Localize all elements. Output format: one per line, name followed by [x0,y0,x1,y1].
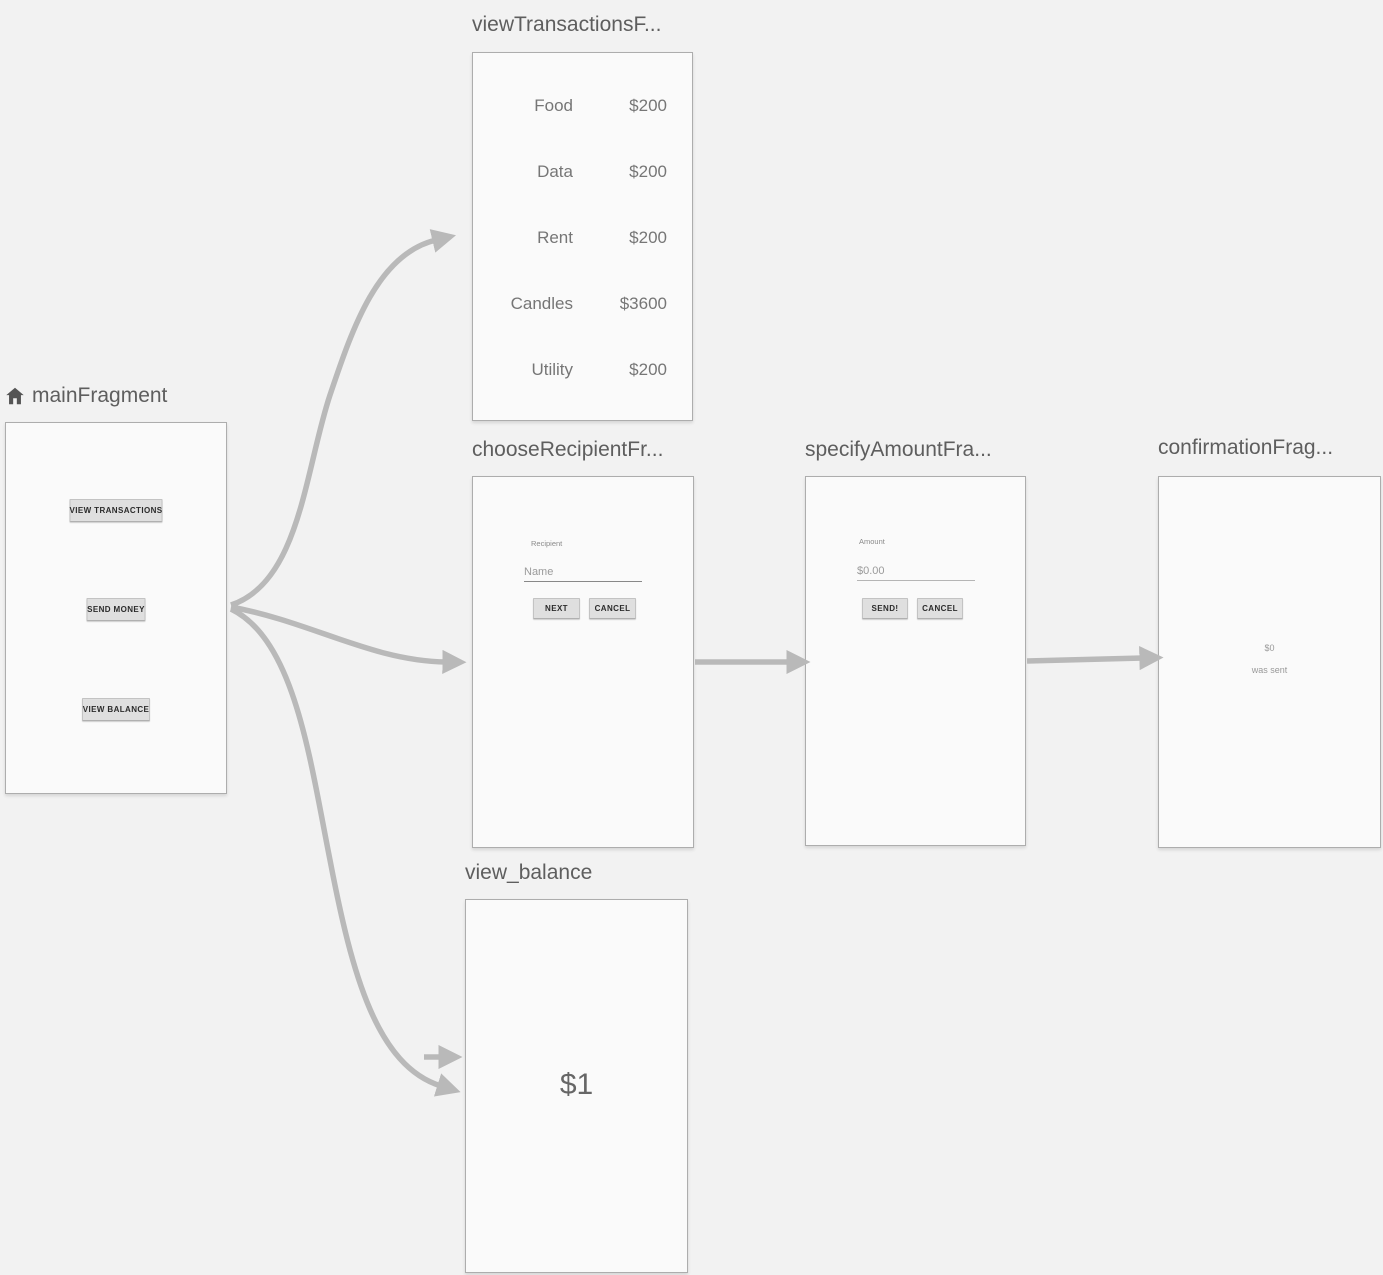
view-transactions-fragment-title: viewTransactionsF... [472,13,661,37]
main-fragment-card[interactable]: VIEW TRANSACTIONS SEND MONEY VIEW BALANC… [5,422,227,794]
transaction-row: Rent $200 [473,205,692,271]
transaction-row: Data $200 [473,139,692,205]
choose-recipient-fragment-title: chooseRecipientFr... [472,438,663,462]
transaction-label: Food [534,96,573,115]
cancel-button: CANCEL [589,598,636,619]
view-transactions-fragment-card[interactable]: Food $200 Data $200 Rent $200 Candles $3… [472,52,693,421]
amount-field-label: Amount [859,537,885,546]
action-arrow-main-to-view-transactions[interactable] [230,229,457,608]
main-fragment-title-label: mainFragment [32,384,168,407]
transaction-label: Candles [510,294,573,313]
view-balance-fragment-title: view_balance [465,861,592,885]
transaction-row: Food $200 [473,73,692,139]
transaction-row: Utility $200 [473,337,692,403]
balance-text: $1 [559,1068,594,1101]
transaction-row: Candles $3600 [473,271,692,337]
amount-input: $0.00 [857,561,975,581]
confirmation-was-sent-text: was sent [1251,665,1288,675]
view-transactions-button: VIEW TRANSACTIONS [69,499,163,522]
transaction-amount: $200 [629,360,667,379]
confirmation-title-label: confirmationFrag... [1158,436,1334,459]
transaction-amount: $200 [629,228,667,247]
specify-amount-fragment-card[interactable]: Amount $0.00 SEND! CANCEL [805,476,1026,846]
view-transactions-title-label: viewTransactionsF... [472,13,662,36]
transaction-amount: $200 [629,162,667,181]
specify-amount-title-label: specifyAmountFra... [805,438,992,461]
view-balance-title-label: view_balance [465,861,593,884]
confirmation-fragment-title: confirmationFrag... [1158,436,1333,460]
next-button: NEXT [533,598,580,619]
transaction-list: Food $200 Data $200 Rent $200 Candles $3… [473,73,692,403]
view-balance-button: VIEW BALANCE [82,698,150,721]
view-balance-fragment-card[interactable]: $1 [465,899,688,1273]
recipient-name-input: Name [524,562,642,582]
transaction-amount: $3600 [619,294,667,313]
action-arrow-specify-amount-to-confirmation[interactable] [1026,645,1164,671]
action-arrow-main-to-choose-recipient[interactable] [230,604,467,675]
confirmation-fragment-card[interactable]: $0 was sent [1158,476,1381,848]
main-fragment-title: mainFragment [4,384,167,408]
send-money-button: SEND MONEY [86,598,146,621]
confirmation-amount-text: $0 [1264,643,1275,653]
choose-recipient-fragment-card[interactable]: Recipient Name NEXT CANCEL [472,476,694,848]
transaction-amount: $200 [629,96,667,115]
transaction-label: Rent [537,228,573,247]
action-arrow-main-to-view-balance[interactable] [229,606,461,1097]
specify-amount-fragment-title: specifyAmountFra... [805,438,992,462]
cancel-button: CANCEL [917,598,963,619]
recipient-field-label: Recipient [531,539,563,548]
send-button: SEND! [862,598,908,619]
transaction-label: Utility [531,360,573,379]
home-icon [4,385,26,407]
transaction-label: Data [537,162,573,181]
choose-recipient-title-label: chooseRecipientFr... [472,438,664,461]
